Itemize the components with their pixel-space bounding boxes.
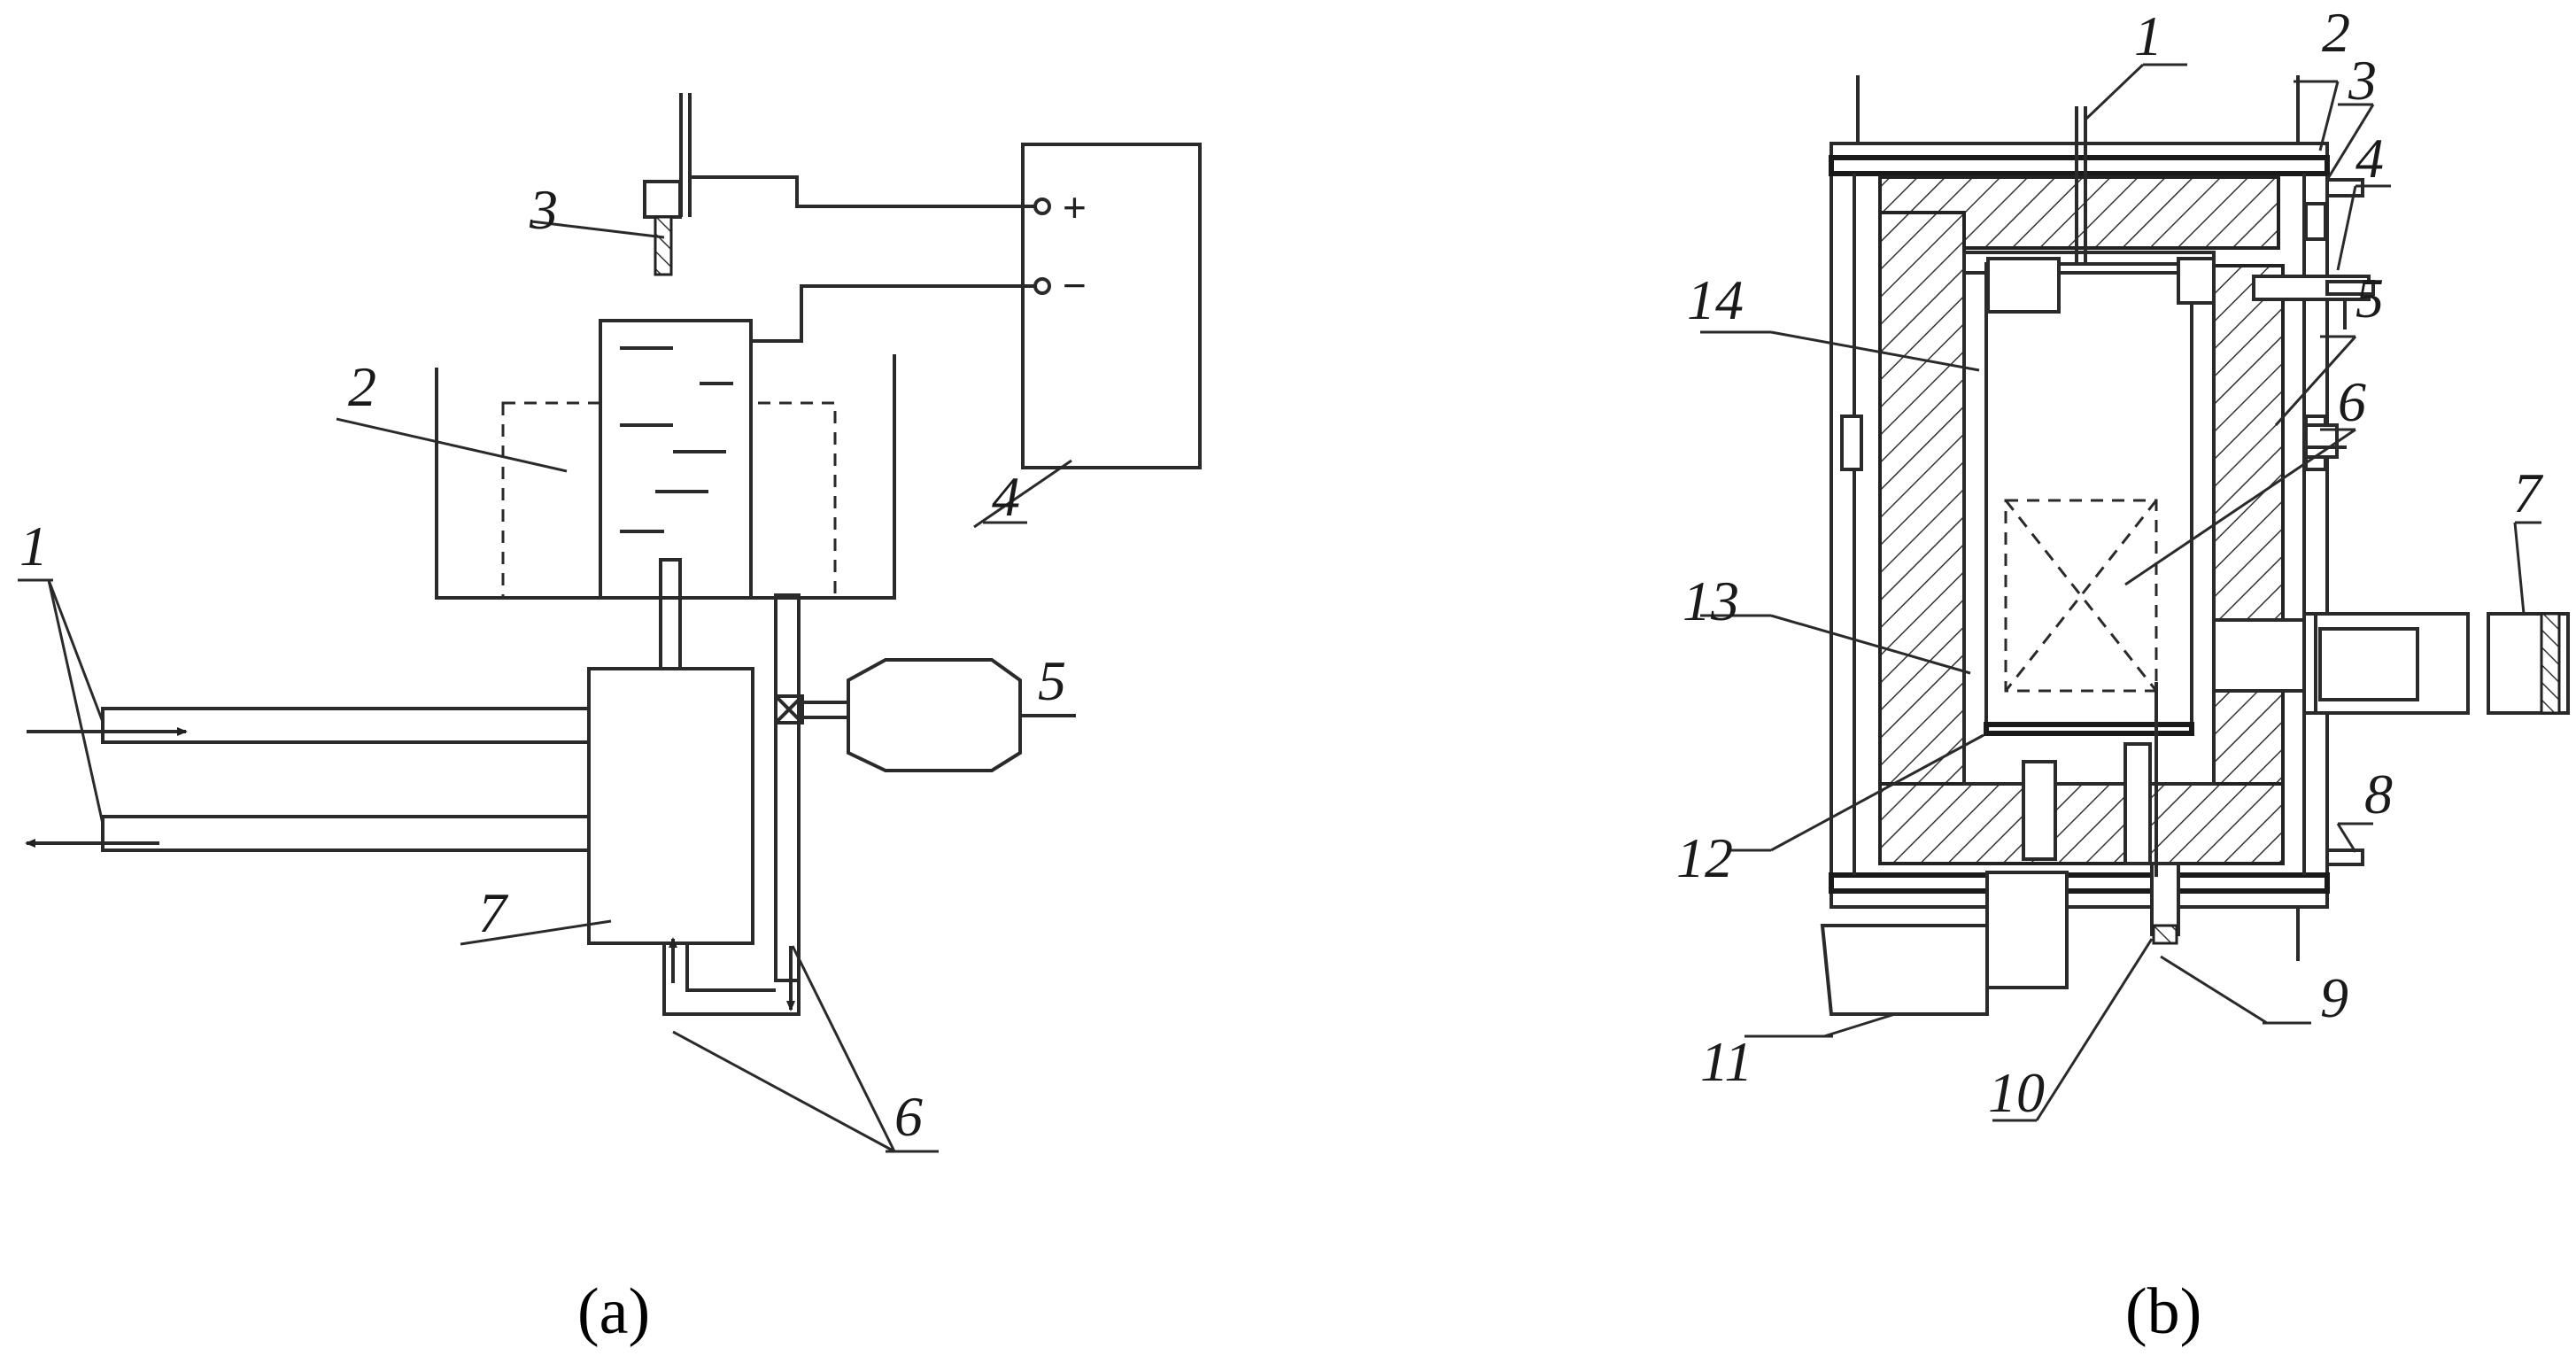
heat-exchanger-7 [25,558,801,1016]
label-b-5: 5 [2356,267,2384,329]
pump-5 [774,658,1076,772]
panel-a-leaders [18,220,1072,1153]
label-b-4: 4 [2356,127,2384,190]
label-b-11: 11 [1700,1030,1752,1093]
electrode-3 [643,93,1034,276]
label-a-4: 4 [992,465,1020,528]
label-b-12: 12 [1676,826,1733,889]
caption-a: (a) [577,1275,650,1348]
label-a-5: 5 [1038,649,1066,712]
minus-terminal: − [1063,262,1087,308]
label-a-6: 6 [894,1085,923,1148]
rod-1 [2075,106,2087,266]
power-supply-4: + − [751,143,1202,469]
label-a-3: 3 [529,178,558,241]
electrolyte-tank-2 [435,319,896,600]
label-b-14: 14 [1687,268,1744,331]
label-b-9: 9 [2320,966,2348,1029]
label-b-3: 3 [2348,49,2377,112]
panel-a: + − [18,93,1202,1348]
caption-b: (b) [2125,1275,2201,1348]
label-b-8: 8 [2364,763,2393,825]
label-b-1: 1 [2134,4,2162,67]
label-a-7: 7 [478,881,509,944]
label-b-6: 6 [2338,370,2366,433]
label-b-2: 2 [2322,1,2350,64]
label-b-10: 10 [1988,1061,2045,1124]
label-b-13: 13 [1683,570,1739,632]
label-a-2: 2 [348,355,376,418]
housing [1829,75,2330,961]
port-7 [2212,612,2570,715]
label-b-7: 7 [2513,461,2544,524]
panel-b: 1 2 3 4 5 6 7 8 9 10 11 12 13 14 (b) [1676,1,2570,1348]
plus-terminal: + [1063,184,1087,230]
label-a-1: 1 [19,515,48,577]
chamber-13 [1962,251,2216,786]
bottom-assembly [1820,682,2180,1016]
panel-b-leaders [1700,63,2541,1122]
